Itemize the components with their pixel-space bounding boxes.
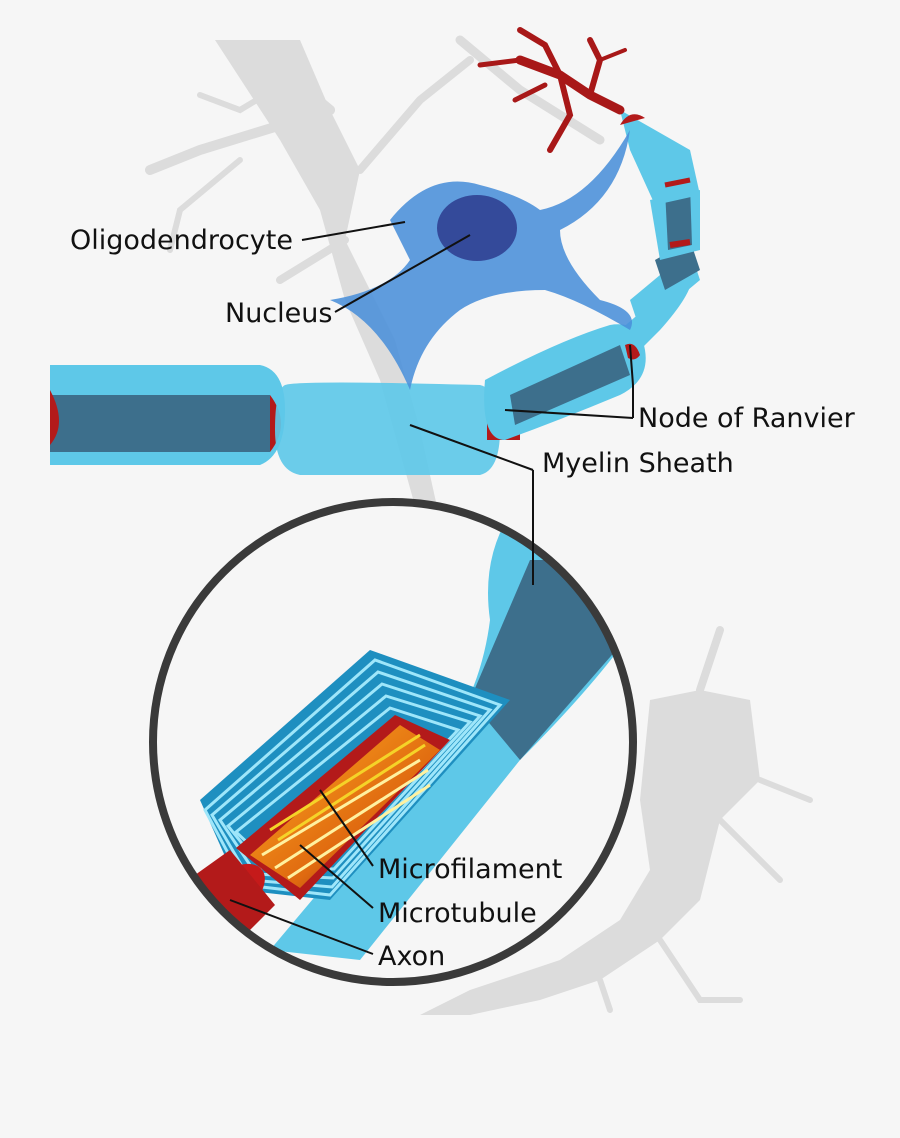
- magnifier-lens: [149, 498, 637, 986]
- leader-microtubule: [299, 844, 374, 909]
- lens-ring: [149, 498, 637, 986]
- leader-nucleus: [334, 234, 471, 313]
- microfilament-strand: [269, 733, 421, 832]
- leader-microfilament: [319, 789, 374, 867]
- label-nucleus: Nucleus: [225, 298, 332, 329]
- node-left: [50, 390, 59, 445]
- label-node-of-ranvier: Node of Ranvier: [638, 403, 856, 434]
- label-microfilament: Microfilament: [378, 854, 562, 885]
- label-myelin-sheath: Myelin Sheath: [542, 448, 734, 479]
- leader-node: [504, 344, 634, 419]
- label-axon: Axon: [378, 941, 445, 972]
- node-right: [625, 343, 640, 360]
- microfilament-strand: [277, 743, 426, 842]
- oligodendrocyte: [330, 130, 632, 390]
- leader-lines: [229, 221, 634, 955]
- dendrite: [477, 27, 627, 153]
- nucleus: [437, 195, 517, 261]
- label-microtubule: Microtubule: [378, 898, 537, 929]
- leader-oligodendrocyte: [301, 221, 406, 241]
- label-oligodendrocyte: Oligodendrocyte: [70, 225, 293, 256]
- leader-myelin: [409, 424, 534, 585]
- leader-axon: [229, 899, 374, 955]
